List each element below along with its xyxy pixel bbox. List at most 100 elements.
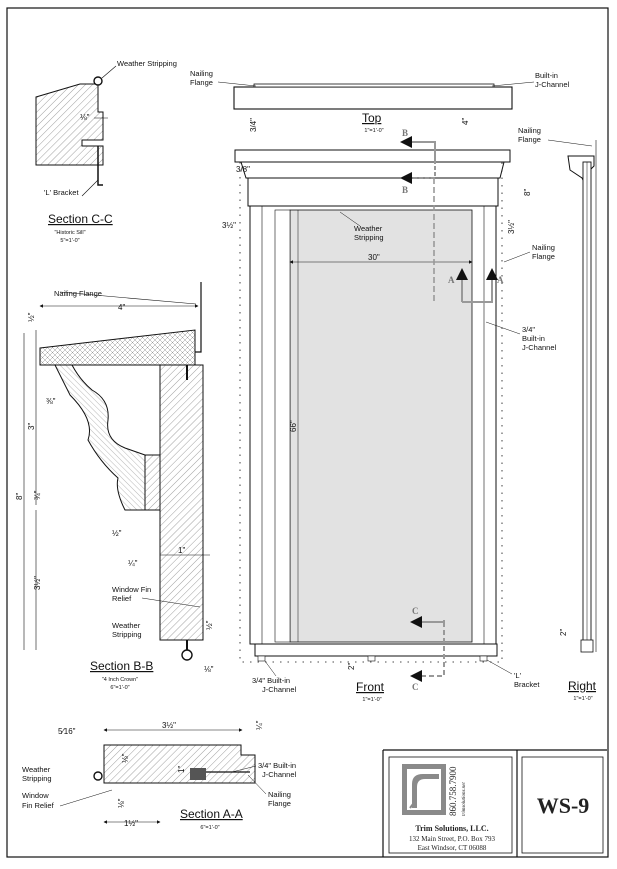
front-nailing-line1: Nailing: [532, 243, 555, 252]
aa-built-in-line1: 3/4" Built-in: [258, 761, 296, 770]
right-nailing-line2: Flange: [518, 135, 541, 144]
cut-a-right: A: [497, 275, 504, 285]
aa-dim-quarter: ¼": [255, 720, 264, 730]
aa-dim-1: 1": [177, 766, 186, 773]
aa-nailing-line1: Nailing: [268, 790, 291, 799]
bb-title: Section B-B: [90, 659, 153, 673]
aa-weather-line1: Weather: [22, 765, 51, 774]
aa-dim-5-16: 5⁄16": [58, 727, 76, 736]
cut-c-bottom: C: [412, 682, 419, 692]
bb-dim-8: 8": [15, 493, 24, 500]
front-dim-3-8: 3/8": [236, 165, 250, 174]
bb-window-fin-relief-line1: Window Fin: [112, 585, 151, 594]
top-nailing-line1: Nailing: [190, 69, 213, 78]
right-dim-2: 2": [559, 629, 568, 636]
front-bracket-line1: 'L': [514, 671, 522, 680]
front-title: Front: [356, 680, 385, 694]
bb-dim-3-half: 3½": [33, 576, 42, 590]
top-title: Top: [362, 111, 382, 125]
bb-window-fin-relief-line2: Relief: [112, 594, 132, 603]
title-block: 860.758.7900 trimsolutions.net Trim Solu…: [382, 749, 607, 857]
cut-a-left: A: [448, 275, 455, 285]
bb-subtitle: "4 Inch Crown": [102, 677, 138, 683]
front-weather-line2: Stripping: [354, 233, 384, 242]
bb-dim-3-8: ⅜": [46, 397, 56, 406]
bb-dim-eighth: ⅛": [204, 665, 214, 674]
bb-dim-half-mid: ½": [112, 529, 122, 538]
top-built-in-line2: J-Channel: [535, 80, 570, 89]
cc-subtitle: "Historic Sill": [54, 230, 85, 236]
front-dim-3-half-l: 3½": [222, 221, 236, 230]
company-address-1: 132 Main Street, P.O. Box 793: [409, 835, 495, 843]
front-dim-8: 8": [523, 189, 532, 196]
drawing-number: WS-9: [537, 793, 590, 818]
cc-weather-stripping-label: Weather Stripping: [117, 59, 177, 68]
sheet-border: [6, 7, 609, 858]
bb-nailing-flange-label: Nailing Flange: [54, 289, 102, 298]
company-phone: 860.758.7900: [448, 766, 458, 816]
top-dim-4: 4": [461, 118, 470, 125]
cut-c-top: C: [412, 606, 419, 616]
front-view: 30" 66" 3/4" 3/8" 8" 3½" 3½" 2" Weather …: [222, 118, 557, 703]
front-weather-line1: Weather: [354, 224, 383, 233]
cc-bracket-label: 'L' Bracket: [44, 188, 79, 197]
section-aa: 3½" 5⁄16" ¼" ⅛" 1" ⅛" 1½" Weather Stripp…: [22, 720, 297, 831]
company-name: Trim Solutions, LLC.: [415, 824, 488, 833]
aa-fin-line2: Fin Relief: [22, 801, 55, 810]
section-cc: Weather Stripping ⅛" 'L' Bracket Section…: [35, 59, 177, 244]
aa-dim-eighth-a: ⅛": [121, 753, 130, 763]
front-built-in-line1: 3/4": [522, 325, 535, 334]
bb-dim-half-top: ½": [27, 312, 36, 322]
front-dim-3-half-r: 3½": [507, 220, 516, 234]
bb-dim-4: 4": [118, 303, 125, 312]
aa-dim-eighth-b: ⅛": [117, 798, 126, 808]
cut-b-top: B: [402, 128, 408, 138]
front-nailing-line2: Flange: [532, 252, 555, 261]
front-scale: 1"=1'-0": [362, 697, 381, 703]
bb-dim-half-low: ½": [205, 620, 214, 630]
front-built-in-line3: J-Channel: [522, 343, 557, 352]
front-built-in-line2: Built-in: [522, 334, 545, 343]
bb-dim-quarter: ¼": [128, 559, 138, 568]
right-view: Nailing Flange 2" Right 1"=1'-0": [518, 126, 597, 702]
front-dim-66: 66": [289, 420, 298, 432]
aa-built-in-line2: J-Channel: [262, 770, 297, 779]
front-dim-3-4: 3/4": [249, 118, 258, 132]
aa-weather-line2: Stripping: [22, 774, 52, 783]
aa-weather-strip-icon: [93, 771, 103, 781]
front-dim-2: 2": [347, 663, 356, 670]
bb-weather-line1: Weather: [112, 621, 141, 630]
right-nailing-line1: Nailing: [518, 126, 541, 135]
front-bracket-line2: Bracket: [514, 680, 540, 689]
aa-dim-3-half: 3½": [162, 721, 176, 730]
aa-scale: 6"=1'-0": [200, 825, 219, 831]
right-scale: 1"=1'-0": [573, 696, 592, 702]
company-address-2: East Windsor, CT 06088: [418, 844, 487, 852]
top-scale: 1"=1'-0": [364, 128, 383, 134]
bb-dim-3: 3": [27, 423, 36, 430]
company-website: trimsolutions.net: [462, 782, 467, 816]
bb-dim-3-4: ¾": [33, 490, 42, 500]
aa-fin-line1: Window: [22, 791, 49, 800]
top-view: Nailing Flange Built-in J-Channel 4" Top…: [190, 69, 570, 134]
front-built-in-left-line1: 3/4" Built-in: [252, 676, 290, 685]
aa-title: Section A-A: [180, 807, 243, 821]
aa-dim-1-half: 1½": [124, 819, 138, 828]
cc-title: Section C-C: [48, 212, 113, 226]
section-bb: 4" Nailing Flange ½" ⅜" 3" 8" ¾" ½" ¼" 1…: [15, 282, 214, 691]
right-title: Right: [568, 679, 597, 693]
aa-nailing-line2: Flange: [268, 799, 291, 808]
front-built-in-left-line2: J-Channel: [262, 685, 297, 694]
cc-dim-eighth: ⅛": [80, 113, 90, 122]
top-nailing-line2: Flange: [190, 78, 213, 87]
front-dim-30: 30": [368, 253, 380, 262]
weather-strip-icon: [93, 76, 103, 86]
bb-scale: 6"=1'-0": [110, 685, 129, 691]
bb-weather-line2: Stripping: [112, 630, 142, 639]
bb-dim-1: 1": [178, 546, 185, 555]
bb-weather-strip-icon: [181, 649, 193, 661]
top-built-in-line1: Built-in: [535, 71, 558, 80]
cut-b-bottom: B: [402, 185, 408, 195]
